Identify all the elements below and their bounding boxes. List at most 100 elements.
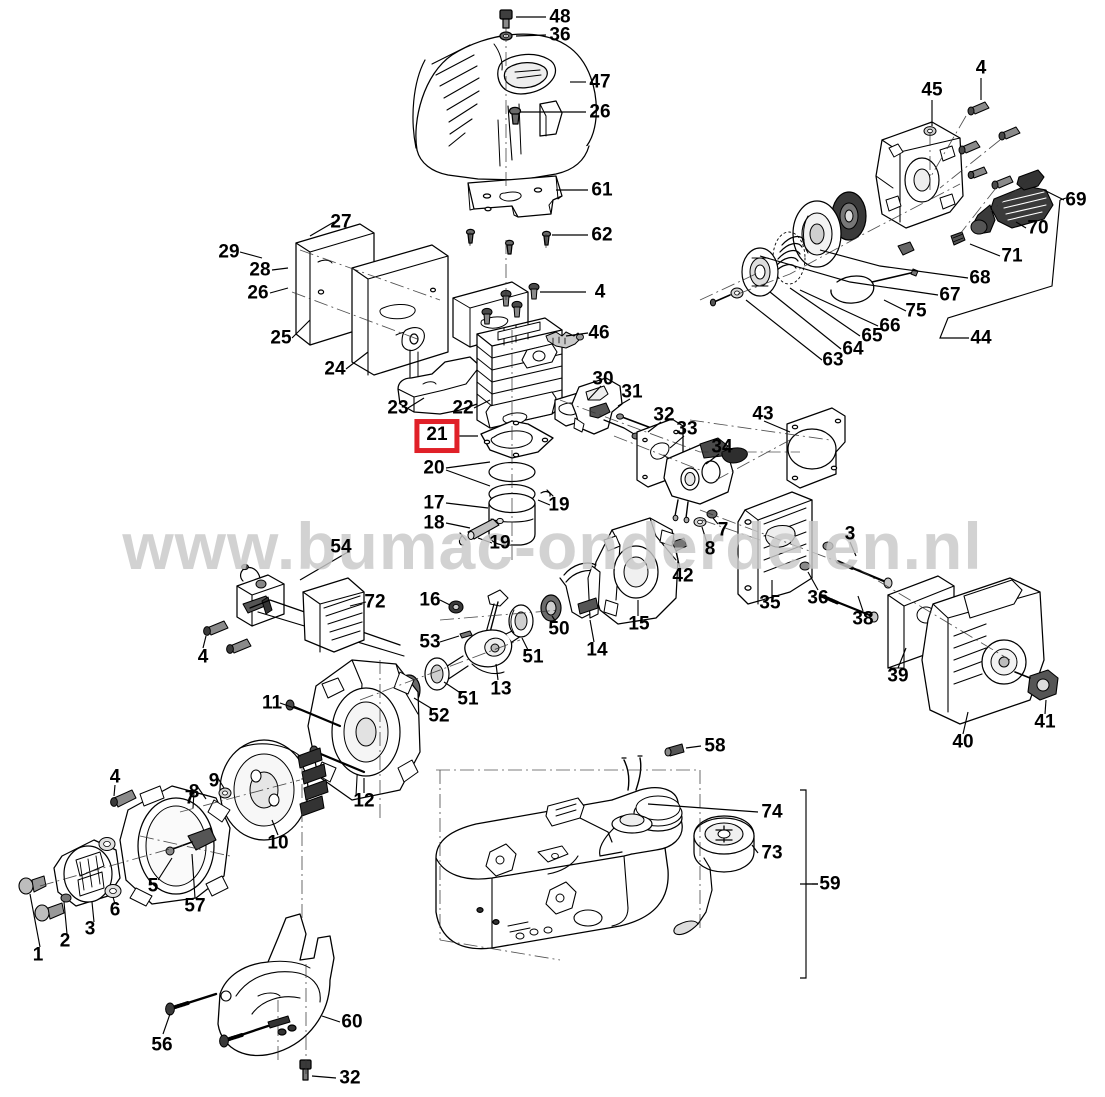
part-starter-pulley-65 [792,191,867,268]
callout-54-28: 54 [330,536,352,558]
callout-5-57: 5 [147,875,159,897]
part-screw-58 [664,743,685,757]
part-housing-bolt-4 [110,789,137,808]
part-starter-housing-68 [875,121,964,229]
part-engine-top-cover [412,33,597,181]
part-starter-bracket-67 [897,241,915,256]
callout-3-60: 3 [84,918,96,940]
part-bearing-51-b [424,657,450,691]
callout-64-81: 64 [842,338,864,360]
part-heat-shield-61 [467,175,563,218]
callout-12-51: 12 [353,790,375,812]
callout-51-34: 51 [457,688,479,710]
part-needle-bearing-16 [448,600,464,614]
callout-32-18: 32 [653,404,675,426]
part-air-filter-cover-40 [921,577,1045,725]
part-carburetor-34 [663,437,748,524]
callout-47-2: 47 [589,71,611,93]
part-cylinder-22 [476,317,563,429]
part-clutch-housing-5 [119,785,231,907]
callout-32-69: 32 [339,1067,361,1089]
part-stop-switch-57 [165,827,217,856]
callout-73-65: 73 [761,842,783,864]
callout-20-23: 20 [423,457,445,479]
callout-19-27: 19 [489,532,511,554]
callout-42-40: 42 [672,565,694,587]
callout-7-41: 7 [717,519,729,541]
callout-17-24: 17 [423,492,445,514]
part-crankcase-12 [307,659,421,801]
callout-4-30: 4 [197,646,209,668]
callout-71-74: 71 [1001,245,1023,267]
part-guard-screw-32 [299,1059,312,1081]
callout-16-31: 16 [419,589,441,611]
callout-23-13: 23 [387,397,409,419]
callout-highlight-21[interactable]: 21 [414,419,460,453]
callout-60-68: 60 [341,1011,363,1033]
callout-34-20: 34 [711,436,733,458]
part-fuel-cap-73 [673,815,755,936]
part-clip-42 [671,537,688,552]
part-bottom-guard-60 [217,913,335,1057]
callout-28-9: 28 [249,259,271,281]
part-cover-nut-26 [508,106,522,125]
callout-75-78: 75 [905,300,927,322]
callout-69-72: 69 [1065,189,1087,211]
part-muffler-24 [351,244,449,376]
callout-6-59: 6 [109,899,121,921]
callout-33-19: 33 [676,418,698,440]
part-flywheel-10 [219,739,329,841]
callout-65-80: 65 [861,325,883,347]
callout-8-54: 8 [188,781,200,803]
callout-30-16: 30 [592,368,614,390]
callout-57-58: 57 [184,895,206,917]
callout-26-3: 26 [589,101,611,123]
callout-41-49: 41 [1034,711,1056,733]
part-mount-36 [799,541,834,571]
callout-24-12: 24 [324,358,346,380]
callout-72-29: 72 [364,591,386,613]
callout-29-8: 29 [218,241,240,263]
part-heat-shield-23 [397,356,481,415]
callout-3-45: 3 [844,523,856,545]
part-washer-top [98,837,116,851]
callout-62-5: 62 [591,224,613,246]
callout-70-73: 70 [1027,217,1049,239]
part-starter-handle-70 [970,185,1054,235]
callout-63-82: 63 [822,349,844,371]
part-crankcase-15 [591,517,679,625]
part-starter-bolts-4 [958,101,1021,180]
callout-4-56: 4 [109,766,121,788]
callout-39-47: 39 [887,665,909,687]
part-rivets-62 [465,228,552,255]
callout-53-32: 53 [419,631,441,653]
callout-9-53: 9 [208,770,220,792]
part-bearing-51-a [508,604,534,638]
part-starter-screw-63 [709,287,744,307]
part-bolts-1-2 [18,875,72,922]
part-coil-bolts-4 [203,620,252,654]
part-top-screw-48 [499,9,513,29]
callout-48-0: 48 [549,6,571,28]
callout-2-61: 2 [59,930,71,952]
callout-74-64: 74 [761,801,783,823]
part-nut-7-washer-8 [693,509,718,527]
callout-43-21: 43 [752,403,774,425]
callout-56-67: 56 [151,1034,173,1056]
part-seal-50 [540,594,562,622]
callout-67-76: 67 [939,284,961,306]
part-tank-fitting [537,797,613,863]
callout-51-33: 51 [522,646,544,668]
part-throttle-linkage-14 [559,562,601,619]
callout-18-25: 18 [423,512,445,534]
part-piston-pin-18 [467,518,500,540]
callout-15-39: 15 [628,613,650,635]
callout-45-70: 45 [921,79,943,101]
part-filter-knob-41 [1014,669,1059,701]
part-fuel-pickup-74 [599,755,653,857]
callout-36-44: 36 [807,587,829,609]
callout-11-50: 11 [261,692,283,714]
part-plug-boot-72 [302,577,365,653]
callout-38-46: 38 [852,608,874,630]
callout-35-43: 35 [759,592,781,614]
